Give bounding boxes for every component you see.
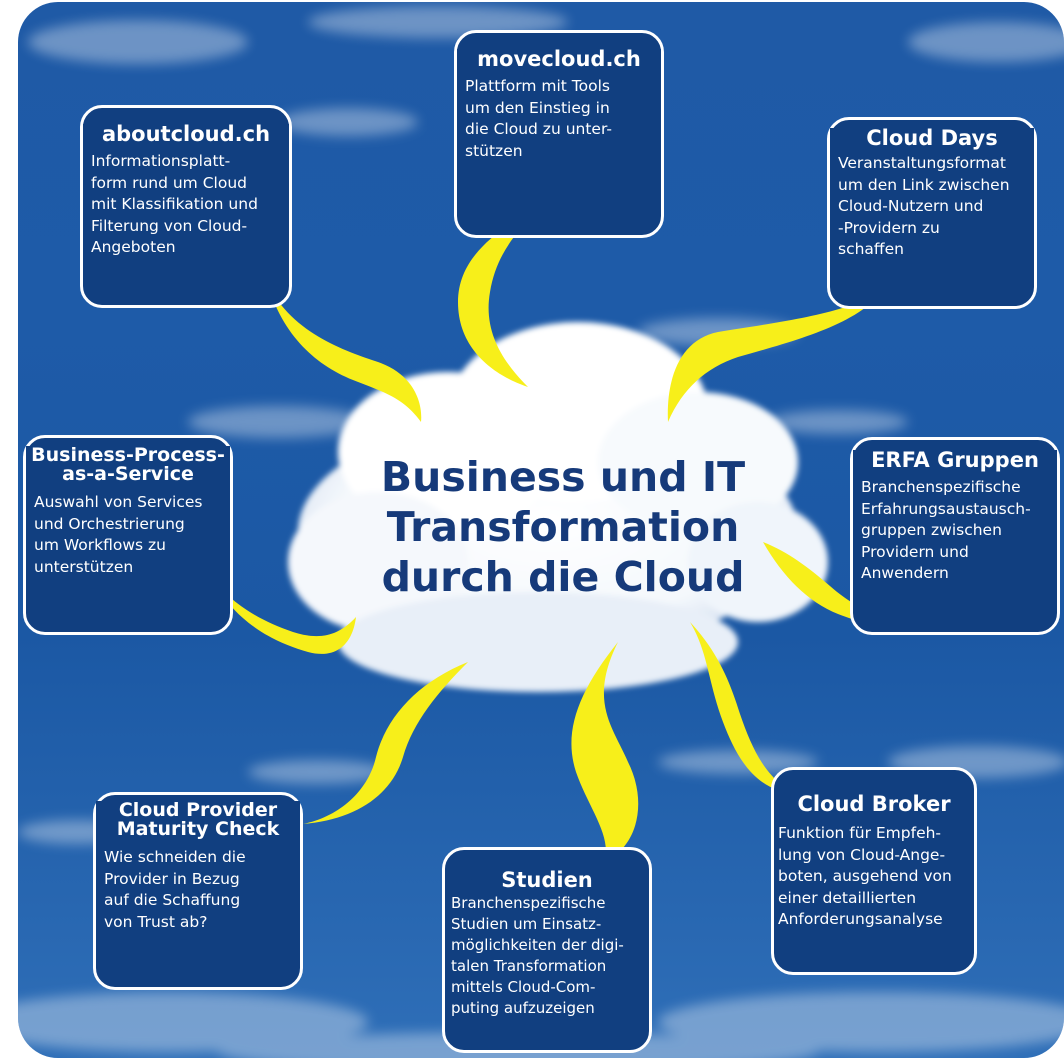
node-movecloud-text: Plattform mit Tools um den Einstieg in d… (465, 77, 612, 160)
center-title: Business und IT Transformation durch die… (380, 453, 746, 601)
connector-rays (208, 192, 900, 862)
node-aboutcloud-text: Informationsplatt- form rund um Cloud mi… (91, 152, 258, 256)
node-erfa: ERFA Gruppen Branchenspezifische Erfahru… (850, 437, 1060, 635)
ray-broker (690, 622, 798, 794)
ray-studien (571, 642, 639, 862)
central-cloud (288, 322, 828, 692)
node-bpaas: Business-Process- as-a-Service Auswahl v… (23, 435, 233, 635)
ray-movecloud (458, 192, 556, 387)
node-aboutcloud-title: aboutcloud.ch (83, 124, 289, 145)
node-movecloud-title: movecloud.ch (457, 49, 661, 70)
node-erfa-title: ERFA Gruppen (853, 450, 1057, 471)
node-maturity-text: Wie schneiden die Provider in Bezug auf … (104, 848, 246, 931)
node-broker-title: Cloud Broker (774, 794, 974, 815)
ray-bpaas (208, 572, 356, 654)
node-erfa-text: Branchenspezifische Erfahrungsaustausch-… (861, 478, 1031, 582)
node-broker: Cloud Broker Funktion für Empfeh- lung v… (771, 767, 977, 975)
ray-aboutcloud (266, 278, 422, 422)
node-studien: Studien Branchenspezifische Studien um E… (442, 847, 652, 1053)
node-clouddays-title: Cloud Days (830, 128, 1034, 149)
node-maturity-title: Cloud Provider Maturity Check (96, 801, 300, 839)
node-bpaas-text: Auswahl von Services und Orchestrierung … (34, 493, 203, 576)
node-maturity: Cloud Provider Maturity Check Wie schnei… (93, 792, 303, 990)
ray-clouddays (667, 282, 888, 422)
background-art (18, 6, 1064, 1058)
node-bpaas-title: Business-Process- as-a-Service (26, 446, 230, 484)
node-movecloud: movecloud.ch Plattform mit Tools um den … (454, 30, 664, 238)
ray-maturity (303, 662, 468, 824)
diagram-canvas: Business und IT Transformation durch die… (18, 2, 1064, 1058)
node-studien-title: Studien (445, 870, 649, 891)
node-aboutcloud: aboutcloud.ch Informationsplatt- form ru… (80, 105, 292, 308)
node-clouddays-text: Veranstaltungsformat um den Link zwische… (838, 154, 1010, 258)
ray-erfa (763, 542, 900, 625)
node-clouddays: Cloud Days Veranstaltungsformat um den L… (827, 117, 1037, 309)
node-broker-text: Funktion für Empfeh- lung von Cloud-Ange… (778, 824, 952, 928)
node-studien-text: Branchenspezifische Studien um Einsatz- … (451, 894, 624, 1017)
